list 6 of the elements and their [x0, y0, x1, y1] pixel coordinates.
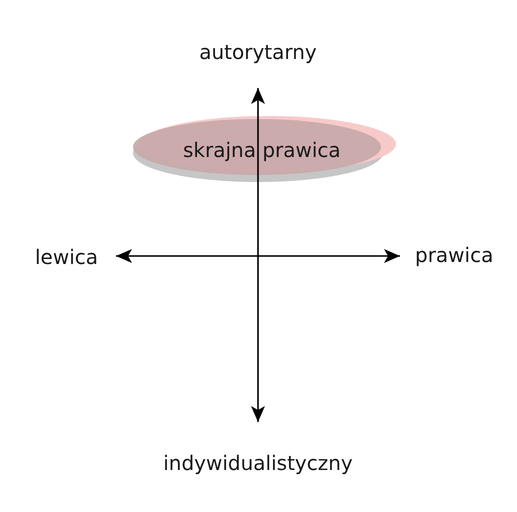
axis-label: indywidualistyczny [163, 451, 353, 475]
oval-shape [132, 115, 398, 183]
axis-label: autorytarny [199, 40, 317, 64]
node-label: skrajna prawica [183, 138, 341, 162]
axis-label: lewica [35, 245, 98, 269]
axis-label: prawica [415, 243, 494, 267]
